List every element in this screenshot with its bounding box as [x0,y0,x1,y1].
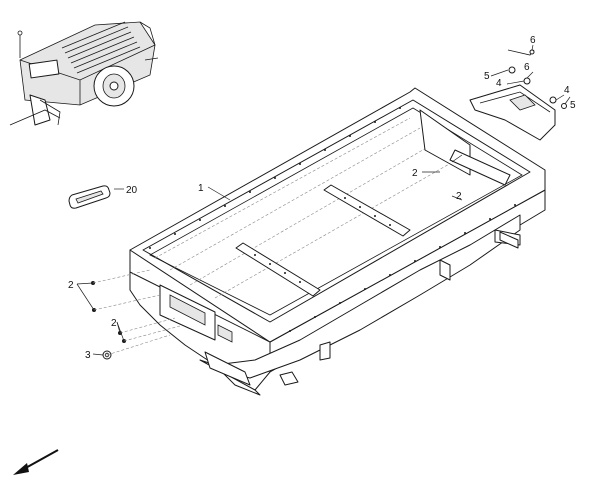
callout-4-right: 4 [564,85,570,96]
callout-labels: 1 2 2 2 2 3 4 4 5 5 6 6 20 [68,35,576,361]
callout-5-right: 5 [570,100,576,111]
callout-2-rear: 2 [412,168,418,179]
callout-3: 3 [85,350,91,361]
callout-20: 20 [126,185,138,196]
callout-4-upper: 4 [496,78,502,89]
part-1-hopper-frame [129,87,546,396]
callout-1: 1 [198,183,204,194]
callout-5-upper: 5 [484,71,490,82]
callout-2-lower: 2 [111,318,117,329]
leader-lines [76,44,571,356]
spreader-overview-illustration [9,21,159,126]
callout-6-upper: 6 [530,35,536,46]
callout-2-inner: 2 [456,191,462,202]
part-20-sight-glass [68,185,111,209]
callout-6-lower: 6 [524,62,530,73]
callout-2-left: 2 [68,280,74,291]
hitch-bracket-assembly [469,49,567,141]
arrow-down-left-icon [13,449,59,475]
